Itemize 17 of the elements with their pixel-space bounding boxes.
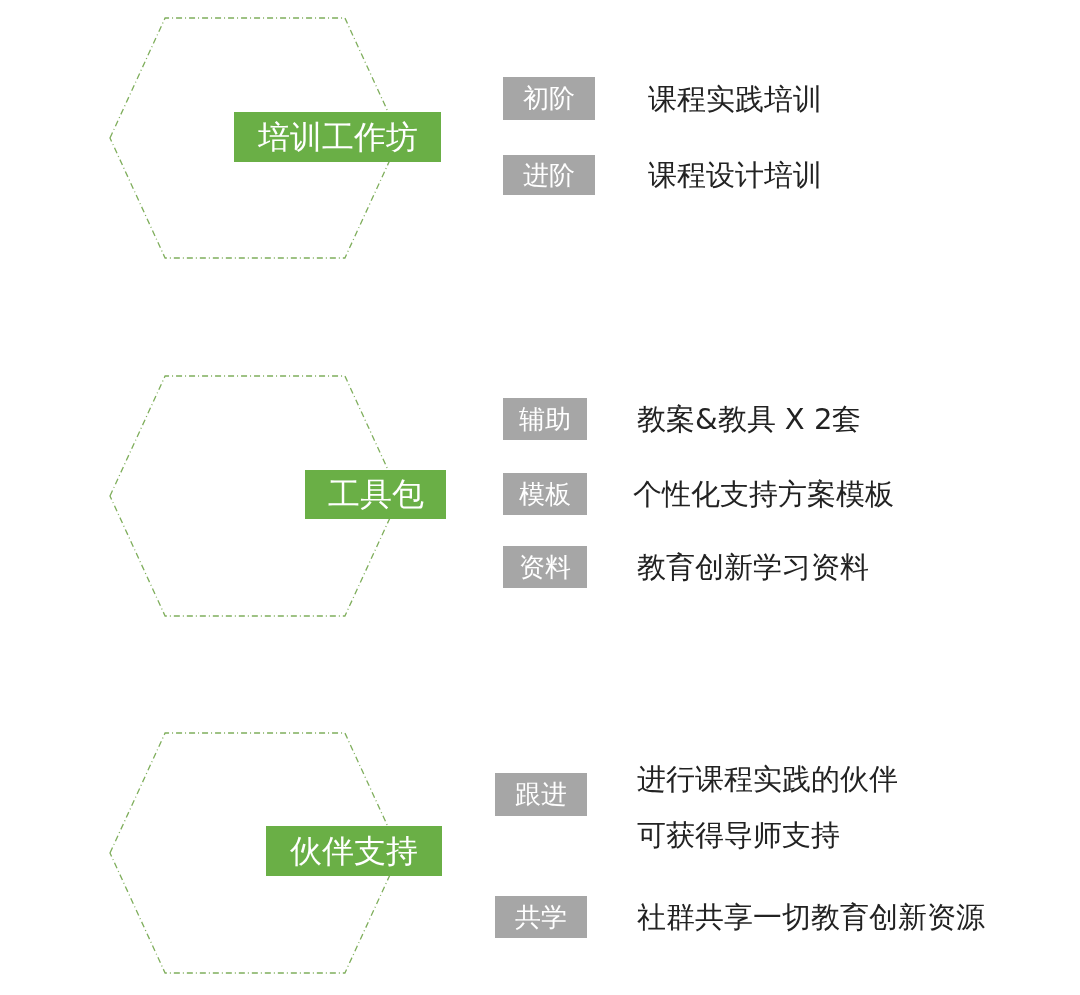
- description-text: 教案&教具 X 2套: [637, 401, 862, 438]
- category-tag: 辅助: [503, 398, 587, 440]
- title-label: 培训工作坊: [234, 112, 441, 162]
- category-tag: 模板: [503, 473, 587, 515]
- description-text: 社群共享一切教育创新资源: [637, 899, 985, 936]
- category-tag: 跟进: [495, 773, 587, 816]
- title-label: 工具包: [305, 470, 446, 519]
- description-text: 进行课程实践的伙伴可获得导师支持: [637, 760, 899, 854]
- category-tag: 进阶: [503, 155, 595, 195]
- category-tag: 初阶: [503, 77, 595, 120]
- description-text: 课程设计培训: [648, 157, 822, 194]
- category-tag: 资料: [503, 546, 587, 588]
- description-text: 教育创新学习资料: [637, 549, 869, 586]
- description-text: 课程实践培训: [648, 80, 822, 118]
- category-tag: 共学: [495, 896, 587, 938]
- description-text: 个性化支持方案模板: [633, 476, 894, 513]
- title-label: 伙伴支持: [266, 826, 442, 876]
